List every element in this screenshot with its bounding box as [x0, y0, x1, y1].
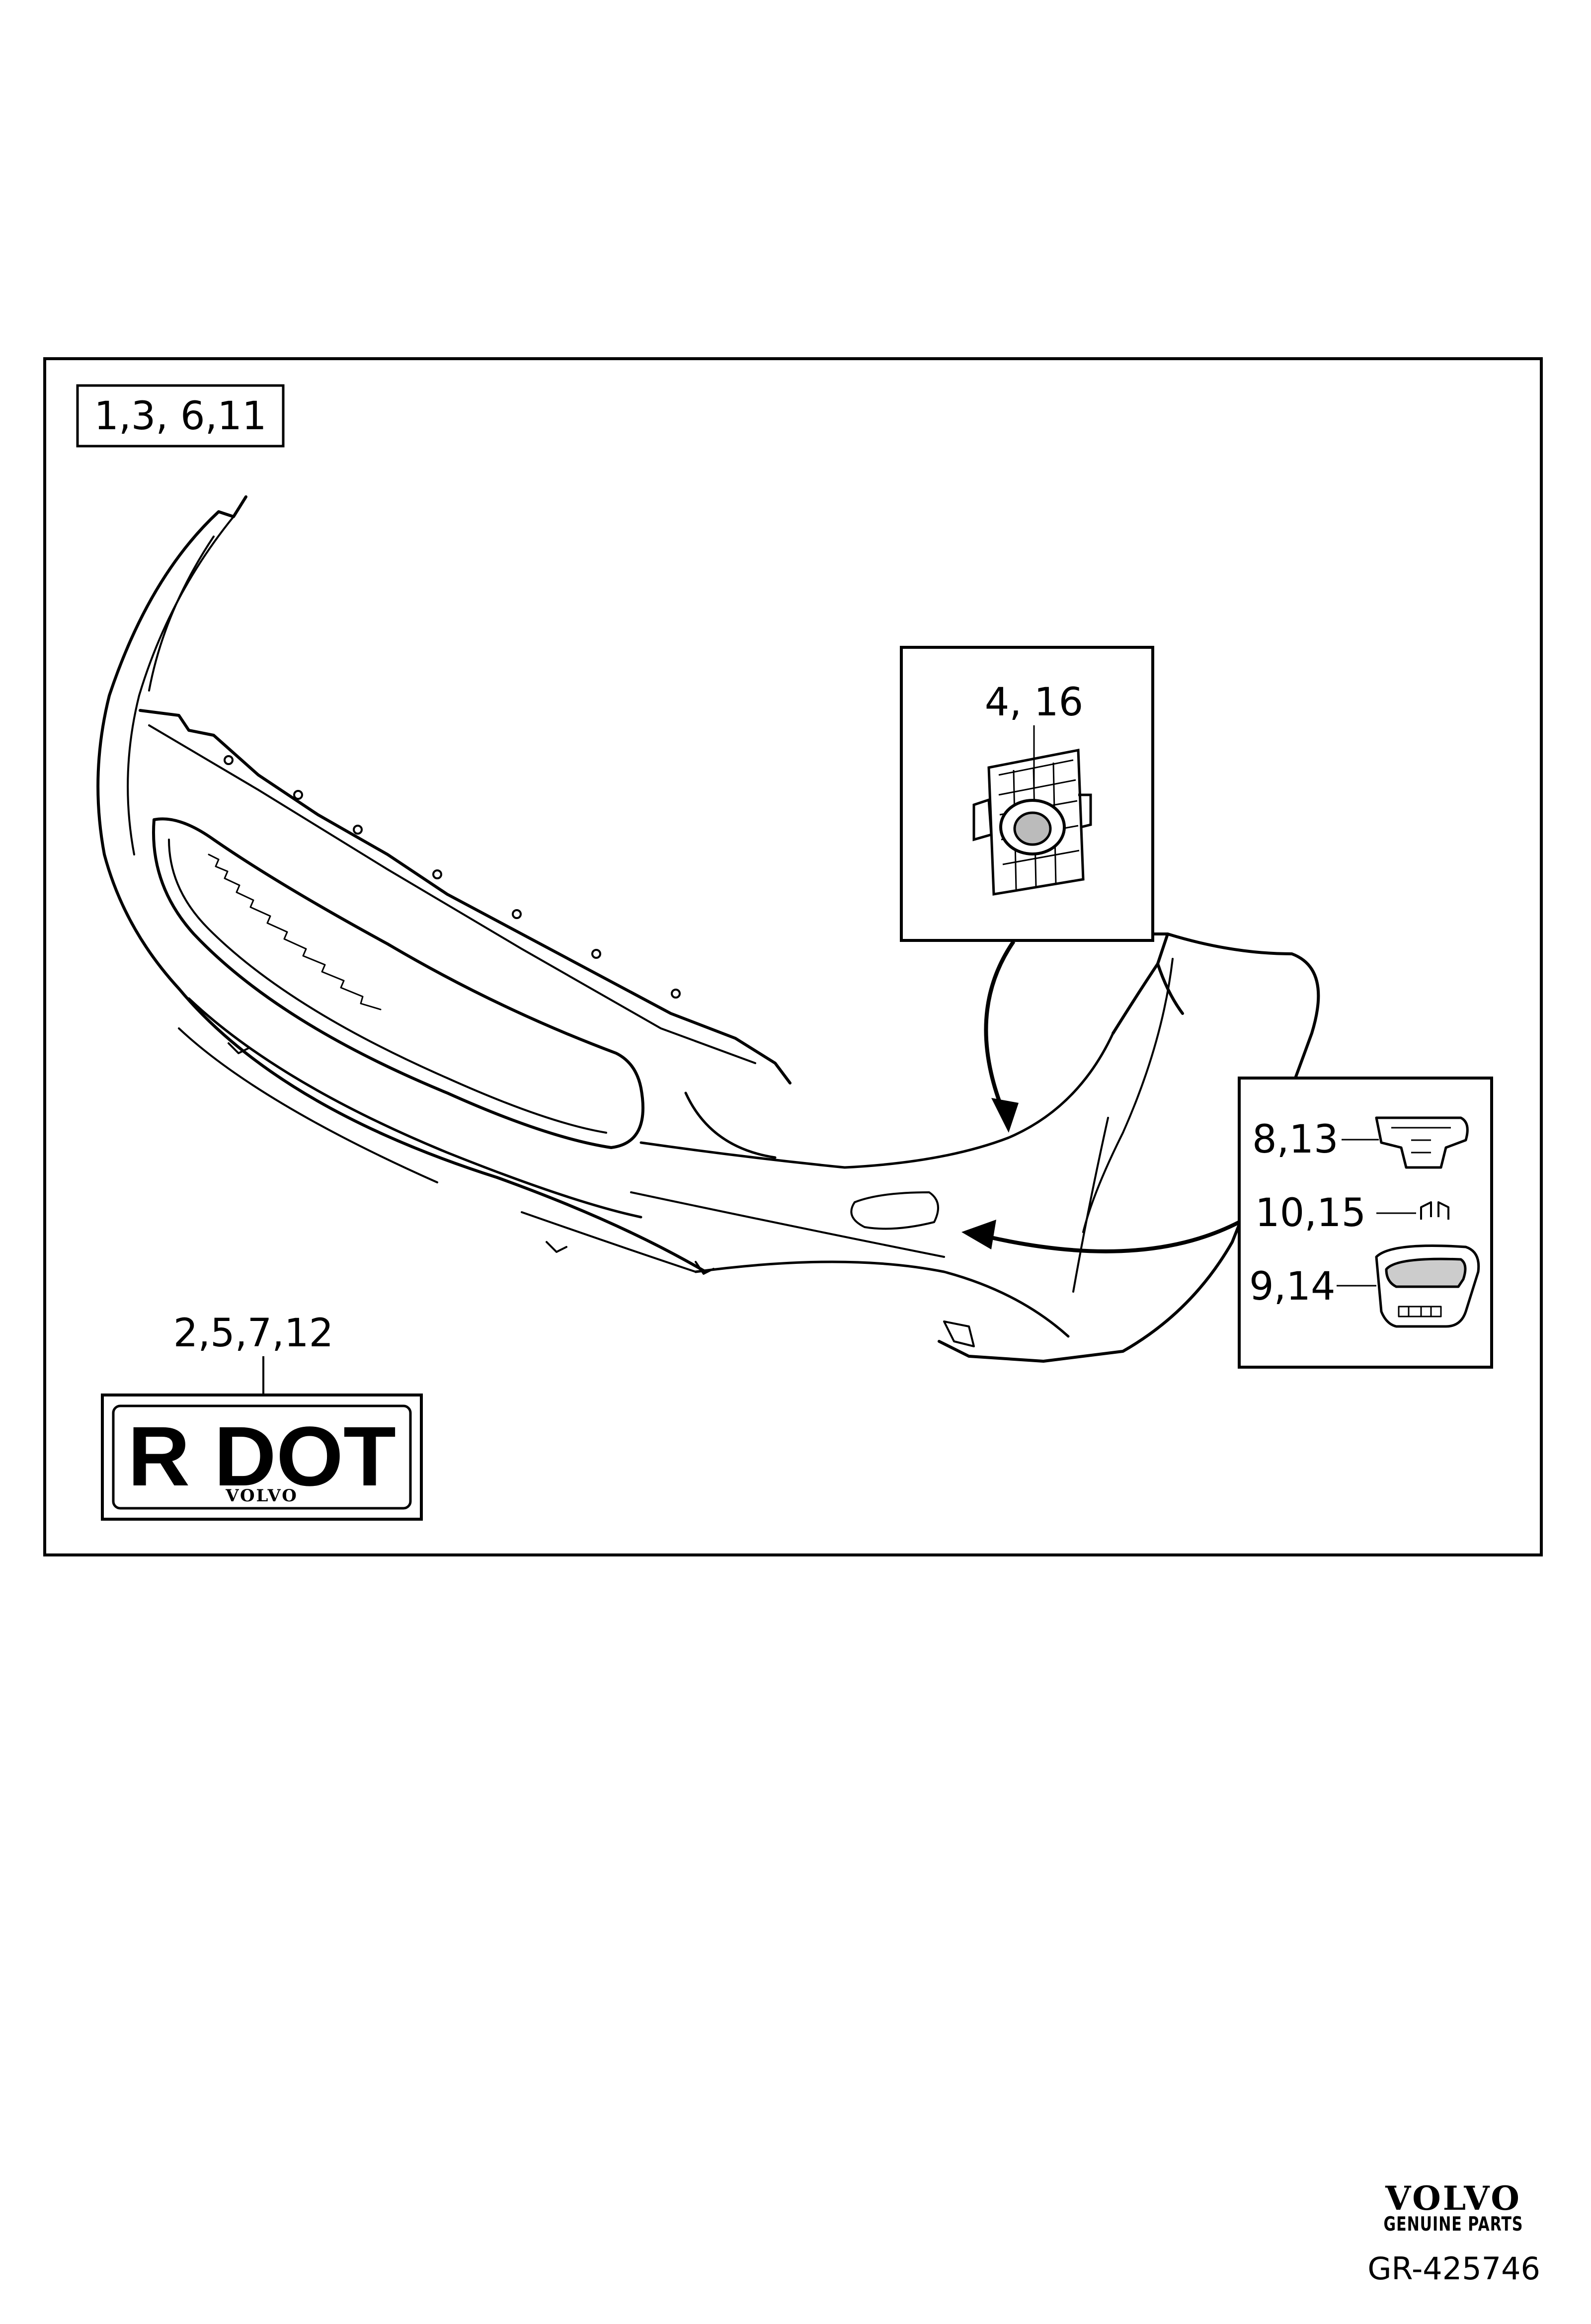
- brand-tagline: GENUINE PARTS: [1383, 2213, 1523, 2236]
- svg-text:1,3, 6,11: 1,3, 6,11: [94, 394, 266, 439]
- inset-trim-pieces[interactable]: 8,13 10,15 9,14: [1238, 1077, 1493, 1369]
- brand-logo: VOLVO: [1385, 2179, 1521, 2218]
- trim-piece-a-drawing: [1375, 1116, 1469, 1169]
- svg-text:4, 16: 4, 16: [985, 680, 1083, 725]
- callout-trim-piece-c: 9,14: [1249, 1264, 1336, 1309]
- reference-code: GR-425746: [1367, 2250, 1540, 2287]
- arrow-trim-to-bumper: [961, 1220, 1240, 1253]
- arrow-sensor-to-bumper: [984, 940, 1019, 1133]
- trim-piece-c-drawing: [1375, 1244, 1480, 1328]
- svg-text:2,5,7,12: 2,5,7,12: [173, 1311, 334, 1356]
- sensor-holder-drawing: [972, 748, 1092, 896]
- trim-piece-b-drawing: [1420, 1201, 1449, 1220]
- plate-sub-text: VOLVO: [225, 1486, 298, 1506]
- inset-sensor-holder[interactable]: 4, 16: [900, 646, 1154, 942]
- callout-trim-piece-b: 10,15: [1255, 1191, 1366, 1236]
- callout-bumper-cover[interactable]: 1,3, 6,11: [76, 384, 285, 448]
- marking-plate[interactable]: 2,5,7,12 R DOT VOLVO: [101, 1311, 423, 1521]
- plate-main-text: R DOT: [128, 1409, 396, 1504]
- diagram-frame: [43, 357, 1543, 1556]
- callout-trim-piece-a: 8,13: [1252, 1117, 1339, 1162]
